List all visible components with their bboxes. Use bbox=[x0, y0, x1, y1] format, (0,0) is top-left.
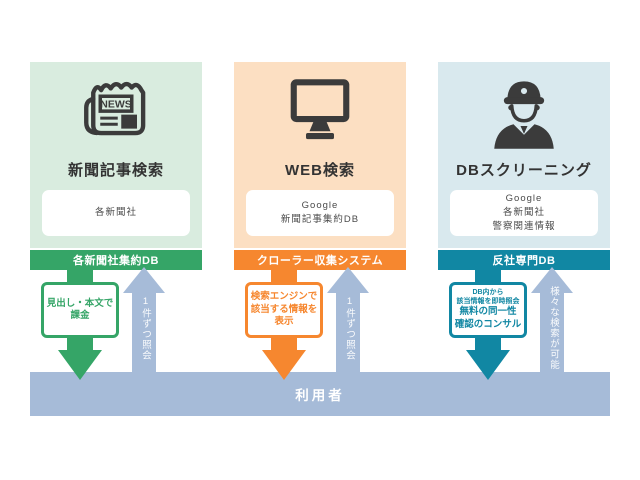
source-line: Google bbox=[505, 193, 543, 205]
web-panel: WEB検索 Google 新聞記事集約DB bbox=[234, 62, 406, 248]
db-bar-label: クローラー収集システム bbox=[256, 255, 384, 267]
db-bar-label: 反社専門DB bbox=[492, 255, 556, 267]
up-arrow-shaft bbox=[540, 292, 564, 372]
monitor-display-icon bbox=[290, 79, 350, 140]
source-line: Google bbox=[301, 200, 339, 212]
column-title-newspaper: 新聞記事検索 bbox=[67, 162, 164, 179]
user-bar: 利用者 bbox=[30, 372, 610, 416]
column-web-search: WEB検索 Google 新聞記事集約DB クローラー収集システム 検索エンジン… bbox=[234, 0, 406, 480]
up-arrow-label: 1件ずつ照会 bbox=[140, 295, 151, 361]
note-line: 検索エンジンで bbox=[250, 291, 318, 303]
note-line-small: 該当情報を即時照会 bbox=[456, 297, 520, 305]
source-line: 新聞記事集約DB bbox=[280, 214, 360, 225]
police-officer-icon bbox=[438, 70, 610, 154]
screening-panel: DBスクリーニング Google 各新聞社 警察関連情報 bbox=[438, 62, 610, 248]
column-title-web: WEB検索 bbox=[285, 162, 355, 179]
down-arrow-head bbox=[262, 350, 306, 380]
down-arrow-head bbox=[58, 350, 102, 380]
note-line-small: DB内から bbox=[472, 288, 504, 296]
source-line: 各新聞社 bbox=[94, 207, 137, 219]
newspaper-source-box: 各新聞社 bbox=[42, 190, 190, 236]
newspaper-panel: NEWS 新聞記事検索 各新聞社 bbox=[30, 62, 202, 248]
column-title-screening: DBスクリーニング bbox=[456, 162, 592, 179]
screening-db-bar: 反社専門DB bbox=[438, 250, 610, 270]
up-arrow-label: 様々な検索が可能 bbox=[548, 286, 559, 370]
web-db-bar: クローラー収集システム bbox=[234, 250, 406, 270]
down-arrow-head bbox=[466, 350, 510, 380]
source-line: 警察関連情報 bbox=[492, 220, 556, 232]
newspaper-icon: NEWS bbox=[30, 70, 202, 154]
newspaper-db-bar: 各新聞社集約DB bbox=[30, 250, 202, 270]
up-arrow-head bbox=[123, 267, 165, 293]
note-line: 課金 bbox=[70, 310, 90, 321]
up-arrow-head bbox=[327, 267, 369, 293]
note-line: 見出し・本文で bbox=[46, 297, 114, 309]
screening-source-box: Google 各新聞社 警察関連情報 bbox=[450, 190, 598, 236]
note-line: 無料の同一性 bbox=[459, 306, 517, 318]
column-newspaper-search: NEWS 新聞記事検索 各新聞社 各新聞社集約DB 見出し・本文で 課金 1件ず… bbox=[30, 0, 202, 480]
note-line: 該当する情報を bbox=[250, 303, 318, 315]
up-arrow-head bbox=[531, 267, 573, 293]
note-line: 確認のコンサル bbox=[454, 318, 522, 330]
newspaper-arrow-note: 見出し・本文で 課金 bbox=[41, 282, 119, 338]
web-source-box: Google 新聞記事集約DB bbox=[246, 190, 394, 236]
web-arrow-note: 検索エンジンで 該当する情報を 表示 bbox=[245, 282, 323, 338]
news-icon-label: NEWS bbox=[100, 99, 132, 111]
screening-arrow-note: DB内から 該当情報を即時照会 無料の同一性 確認のコンサル bbox=[449, 282, 527, 338]
column-db-screening: DBスクリーニング Google 各新聞社 警察関連情報 反社専門DB DB内か… bbox=[438, 0, 610, 480]
up-arrow-shaft bbox=[336, 292, 360, 372]
user-bar-label: 利用者 bbox=[295, 388, 345, 403]
db-bar-label: 各新聞社集約DB bbox=[73, 255, 159, 267]
police-officer-person-icon bbox=[494, 81, 554, 149]
up-arrow-shaft bbox=[132, 292, 156, 372]
monitor-icon bbox=[234, 70, 406, 154]
source-line: 各新聞社 bbox=[502, 207, 545, 219]
note-line: 表示 bbox=[274, 316, 294, 328]
newspaper-news-icon: NEWS bbox=[84, 81, 146, 136]
up-arrow-label: 1件ずつ照会 bbox=[344, 295, 355, 361]
